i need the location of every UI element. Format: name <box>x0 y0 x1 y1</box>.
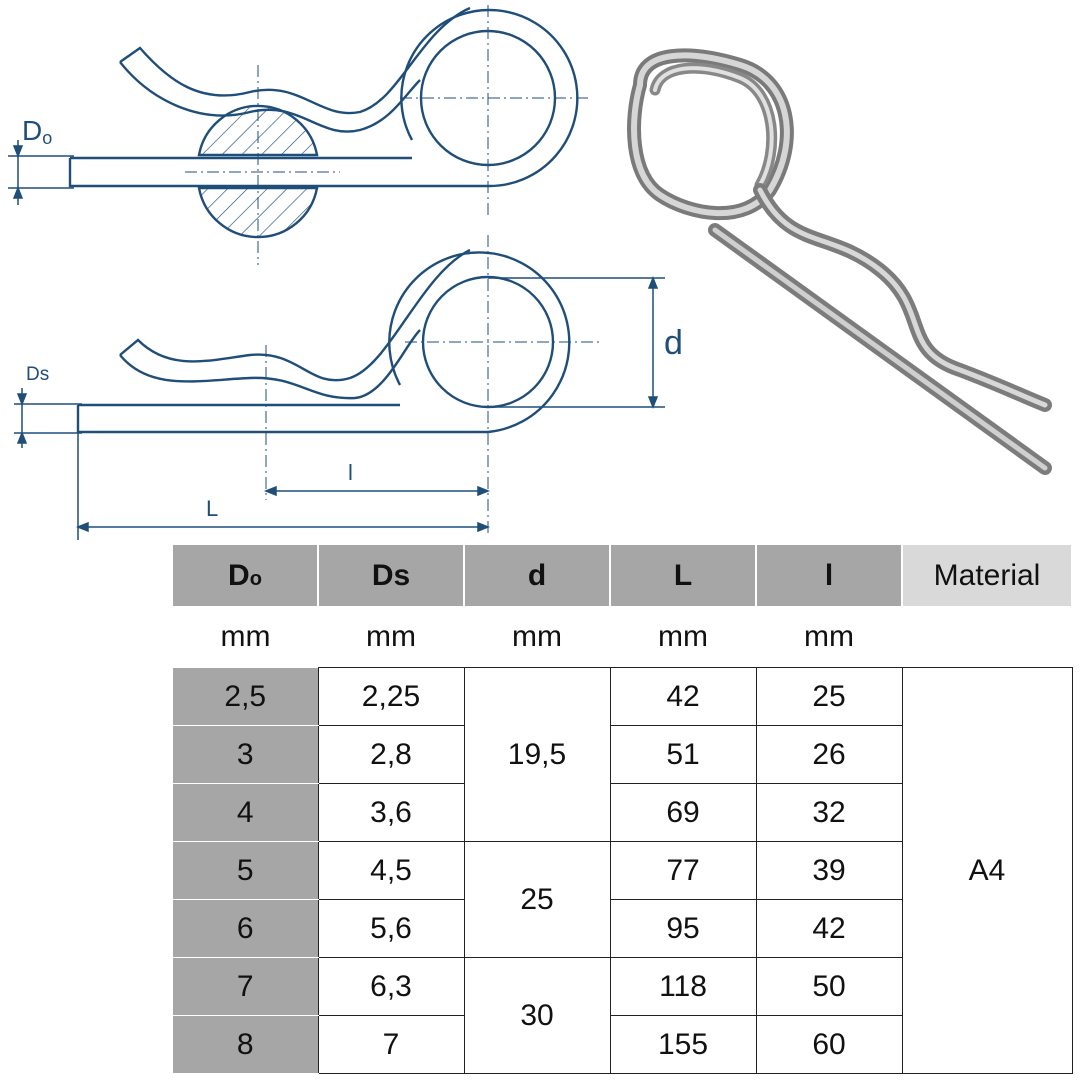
cell-ds: 2,8 <box>317 725 465 784</box>
cell-do: 3 <box>173 725 319 784</box>
table-units-row: mm mm mm mm mm <box>173 606 1072 668</box>
cell-do: 5 <box>173 841 319 900</box>
table-row: 4 3,6 69 32 <box>173 783 1072 842</box>
ds-dimension <box>14 388 82 448</box>
unit-d: mm <box>512 619 562 653</box>
header-do: Do <box>173 545 319 606</box>
cell-ds: 6,3 <box>317 957 465 1016</box>
cell-d-group: 19,5 <box>463 667 611 842</box>
cell-L: 69 <box>609 783 757 842</box>
free-view-centerlines <box>265 235 600 535</box>
do-label: Do <box>22 115 52 148</box>
shaft-section-bottom <box>197 186 319 239</box>
l-label: L <box>206 496 218 521</box>
installed-view <box>68 6 579 239</box>
d-dimension <box>488 275 665 410</box>
unit-L: mm <box>658 619 708 653</box>
free-view <box>76 248 571 434</box>
cell-l: 42 <box>755 899 903 958</box>
technical-drawing: Do d Ds l L <box>8 5 1052 540</box>
header-material: Material <box>902 545 1073 606</box>
cell-ds: 2,25 <box>317 667 465 726</box>
wavy-leg-outer-2 <box>119 248 471 382</box>
table-row: 8 7 155 60 <box>173 1015 1072 1074</box>
cell-d-group: 25 <box>463 841 611 958</box>
ds-label: Ds <box>26 364 49 385</box>
wavy-leg-inner-2 <box>119 329 421 400</box>
cell-l: 25 <box>755 667 903 726</box>
cell-material: A4 <box>901 667 1073 1074</box>
cell-do: 6 <box>173 899 319 958</box>
straight-leg-2 <box>76 403 488 434</box>
l-dimension <box>75 432 491 540</box>
cell-l: 32 <box>755 783 903 842</box>
loop-outer-2 <box>388 251 571 434</box>
table-row: 5 4,5 25 77 39 <box>173 841 1072 958</box>
shaft-section-top <box>197 104 319 157</box>
cell-l: 39 <box>755 841 903 900</box>
cell-ds: 7 <box>317 1015 465 1074</box>
straight-leg <box>68 156 488 188</box>
table-row: 7 6,3 30 118 50 <box>173 957 1072 1074</box>
unit-do: mm <box>220 619 271 653</box>
table-row: 6 5,6 95 42 <box>173 899 1072 958</box>
table-row: 2,5 2,25 19,5 42 25 A4 <box>173 667 1073 1074</box>
wavy-leg-inner <box>119 61 421 133</box>
product-illustration <box>627 48 1052 475</box>
cell-d-group: 30 <box>463 957 611 1074</box>
cell-do: 2,5 <box>173 667 319 726</box>
cell-do: 8 <box>173 1015 319 1074</box>
header-d: d <box>464 545 611 606</box>
unit-ds: mm <box>366 619 416 653</box>
table-row: 3 2,8 51 26 <box>173 725 1072 784</box>
cell-ds: 5,6 <box>317 899 465 958</box>
d-label: d <box>664 324 683 362</box>
installed-view-centerlines <box>185 5 592 265</box>
cell-L: 155 <box>609 1015 757 1074</box>
unit-material <box>902 606 1072 668</box>
cell-ds: 3,6 <box>317 783 465 842</box>
cell-l: 60 <box>755 1015 903 1074</box>
do-dimension <box>8 140 74 205</box>
cell-L: 51 <box>609 725 757 784</box>
wavy-leg-outer <box>119 6 471 115</box>
cell-l: 26 <box>755 725 903 784</box>
unit-l: mm <box>804 619 854 653</box>
cell-ds: 4,5 <box>317 841 465 900</box>
l-small-label: l <box>348 460 353 485</box>
cell-L: 95 <box>609 899 757 958</box>
table-header-row: Do Ds d L l Material <box>173 545 1073 606</box>
header-l: l <box>756 545 903 606</box>
cell-do: 7 <box>173 957 319 1016</box>
cell-L: 42 <box>609 667 757 726</box>
l-small-dimension <box>263 485 491 497</box>
cell-do: 4 <box>173 783 319 842</box>
header-ds: Ds <box>318 545 465 606</box>
cell-L: 118 <box>609 957 757 1016</box>
header-L: L <box>610 545 757 606</box>
specification-table: Do Ds d L l Material mm mm mm mm mm 2,5 … <box>173 545 1073 1074</box>
cell-L: 77 <box>609 841 757 900</box>
cell-l: 50 <box>755 957 903 1016</box>
